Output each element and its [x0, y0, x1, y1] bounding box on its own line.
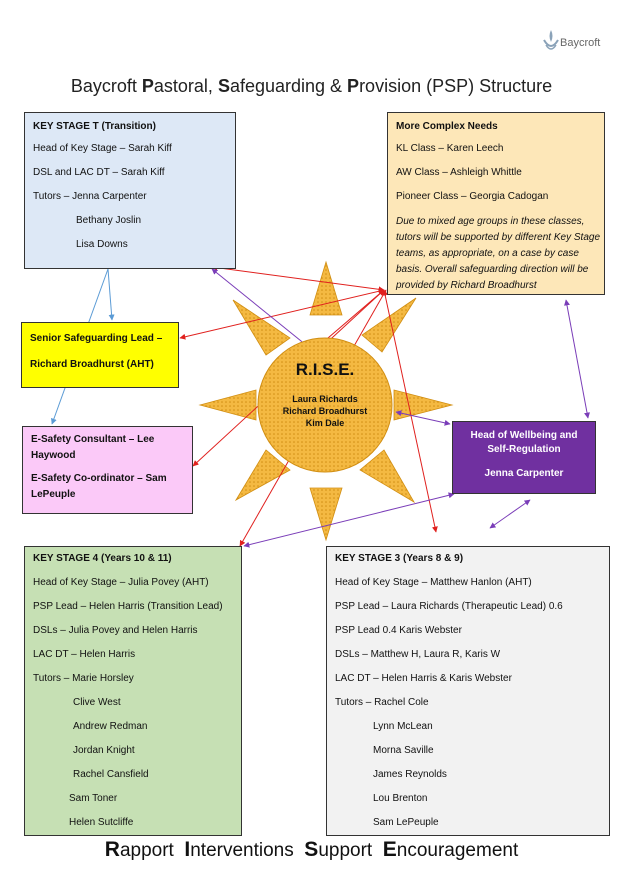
box-line: Head of Key Stage – Sarah Kiff [33, 143, 172, 154]
wheat-spiral-icon [543, 30, 559, 50]
key-stage-3-box: KEY STAGE 3 (Years 8 & 9) Head of Key St… [326, 546, 610, 836]
senior-safeguarding-box: Senior Safeguarding Lead – Richard Broad… [21, 322, 179, 388]
box-line: Head of Wellbeing and [470, 430, 578, 441]
tutor-name: Lou Brenton [373, 793, 428, 804]
sun-ray [309, 487, 343, 542]
rise-name: Laura Richards [292, 394, 358, 404]
box-header: KEY STAGE T (Transition) [33, 121, 156, 132]
tutor-name: Sam Toner [69, 793, 118, 804]
sun-ray [309, 260, 343, 316]
tutor-name: Jordan Knight [73, 745, 135, 756]
box-line: DSLs – Julia Povey and Helen Harris [33, 625, 198, 636]
arrow [107, 268, 115, 321]
rise-name: Richard Broadhurst [282, 406, 368, 416]
tutor-name: Clive West [73, 697, 121, 708]
arrow [395, 410, 451, 426]
arrow [564, 299, 590, 419]
baycroft-logo: Baycroft [540, 26, 616, 62]
complex-needs-box: More Complex Needs KL Class – Karen Leec… [387, 112, 605, 295]
rise-center: R.I.S.E. Laura Richards Richard Broadhur… [258, 338, 392, 472]
box-line: Jenna Carpenter [484, 468, 564, 479]
rise-name: Kim Dale [305, 418, 345, 428]
tutor-name: Rachel Cansfield [73, 769, 149, 780]
box-line: AW Class – Ashleigh Whittle [396, 167, 522, 178]
box-header: More Complex Needs [396, 121, 498, 132]
rise-title: R.I.S.E. [295, 360, 355, 379]
box-line: Head of Key Stage – Julia Povey (AHT) [33, 577, 209, 588]
box-line: PSP Lead 0.4 Karis Webster [335, 625, 462, 636]
logo-text: Baycroft [560, 37, 601, 49]
box-line: Pioneer Class – Georgia Cadogan [396, 191, 549, 202]
arrow [489, 499, 531, 529]
tutor-name: Sam LePeuple [373, 817, 439, 828]
box-line: E-Safety Co-ordinator – Sam [31, 473, 167, 484]
box-line: Lisa Downs [76, 239, 128, 250]
page-title: Baycroft Pastoral, Safeguarding & Provis… [70, 76, 553, 96]
box-line: E-Safety Consultant – Lee [31, 434, 155, 445]
rise-motto: Rapport Interventions Support Encouragem… [104, 838, 519, 861]
purple-arrows [211, 268, 590, 548]
box-line: Tutors – Jenna Carpenter [33, 191, 147, 202]
tutor-name: Lynn McLean [373, 721, 433, 732]
tutor-name: Morna Saville [373, 745, 434, 756]
box-line: LAC DT – Helen Harris [33, 649, 136, 660]
rise-circle [257, 337, 393, 473]
box-line: Richard Broadhurst (AHT) [30, 359, 154, 370]
box-line: Tutors – Rachel Cole [335, 697, 429, 708]
box-line: DSL and LAC DT – Sarah Kiff [33, 167, 165, 178]
box-line: Bethany Joslin [76, 215, 142, 226]
sun-ray [393, 389, 454, 421]
box-header: KEY STAGE 4 (Years 10 & 11) [33, 553, 172, 564]
box-header: KEY STAGE 3 (Years 8 & 9) [335, 553, 464, 564]
wellbeing-box: Head of Wellbeing and Self-Regulation Je… [452, 421, 596, 494]
arrow [211, 264, 385, 293]
tutor-name: Andrew Redman [73, 721, 148, 732]
box-line: Head of Key Stage – Matthew Hanlon (AHT) [335, 577, 532, 588]
box-line: DSLs – Matthew H, Laura R, Karis W [335, 649, 501, 660]
arrow [211, 268, 307, 346]
tutor-name: Helen Sutcliffe [69, 817, 134, 828]
key-stage-4-box: KEY STAGE 4 (Years 10 & 11) Head of Key … [24, 546, 242, 836]
box-line: LAC DT – Helen Harris & Karis Webster [335, 673, 512, 684]
complex-needs-note: Due to mixed age groups in these classes… [396, 216, 601, 291]
box-line: Senior Safeguarding Lead – [30, 333, 163, 344]
key-stage-t-box: KEY STAGE T (Transition) Head of Key Sta… [24, 112, 236, 269]
box-line: PSP Lead – Laura Richards (Therapeutic L… [335, 601, 563, 612]
box-line: Haywood [31, 450, 76, 461]
tutor-name: James Reynolds [373, 769, 447, 780]
box-line: Tutors – Marie Horsley [33, 673, 134, 684]
arrow [179, 288, 385, 340]
box-line: LePeuple [31, 489, 76, 500]
esafety-box: E-Safety Consultant – Lee Haywood E-Safe… [22, 426, 193, 514]
box-line: KL Class – Karen Leech [396, 143, 504, 154]
arrow [243, 492, 455, 548]
box-line: Self-Regulation [487, 444, 561, 455]
box-line: PSP Lead – Helen Harris (Transition Lead… [33, 601, 223, 612]
